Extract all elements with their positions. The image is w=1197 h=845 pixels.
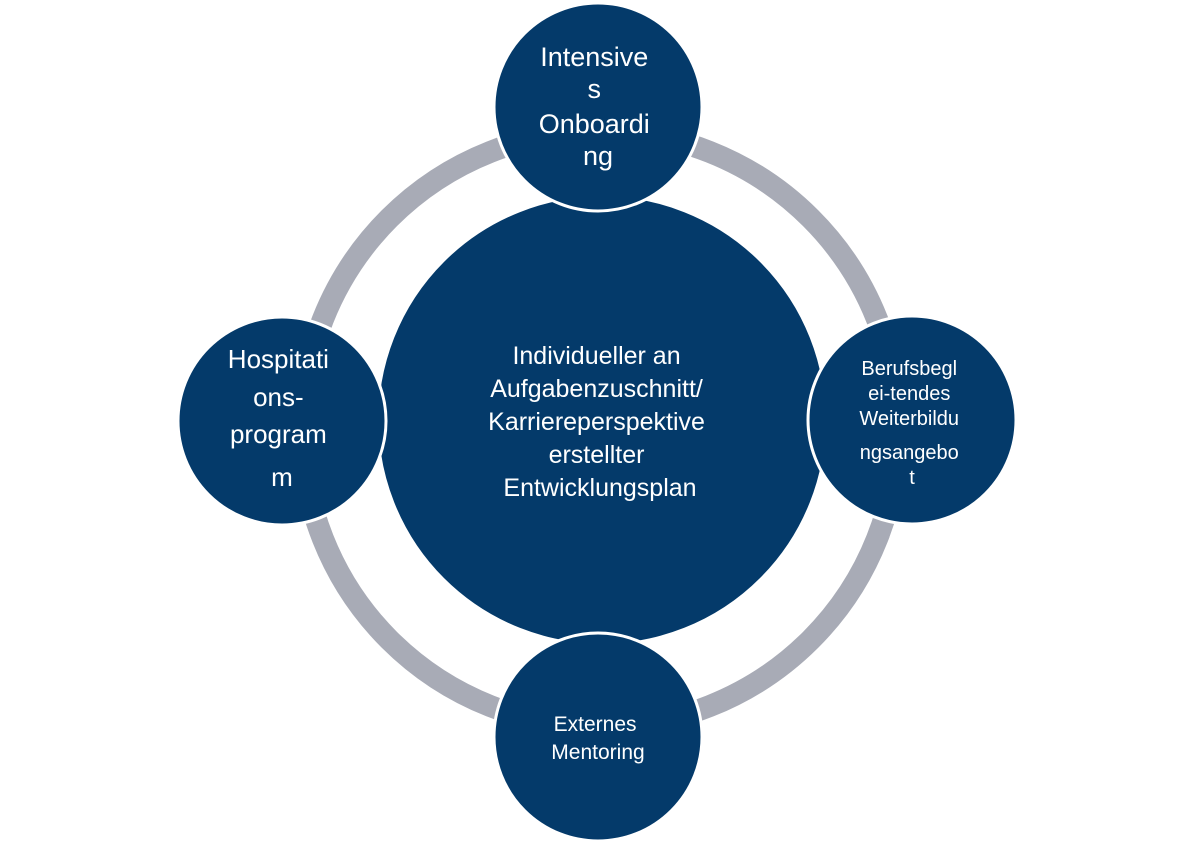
node-hospitation-label-line: ons- — [253, 382, 304, 412]
node-mentoring-label-line: Externes — [554, 713, 637, 736]
node-onboarding-circle — [492, 1, 704, 213]
node-mentoring-label-line: Mentoring — [551, 741, 644, 764]
node-hospitation-circle — [176, 315, 388, 527]
node-onboarding-label: Intensive s Onboardi ng — [539, 42, 658, 171]
node-onboarding-label-line: Intensive — [540, 42, 648, 72]
center-label: Individueller an Aufgabenzuschnitt/ Karr… — [488, 342, 712, 502]
center-label-line: erstellter — [549, 441, 645, 469]
node-weiterbildung-label-line: t — [909, 467, 915, 489]
node-weiterbildung: Berufsbegl ei-tendes Weiterbildu ngsange… — [806, 314, 1018, 526]
node-weiterbildung-label: Berufsbegl ei-tendes Weiterbildu ngsange… — [859, 358, 964, 489]
node-onboarding: Intensive s Onboardi ng — [492, 1, 704, 213]
node-hospitation: Hospitati ons- program m — [176, 315, 388, 527]
node-onboarding-label-line: Onboardi — [539, 109, 650, 139]
center-node: Individueller an Aufgabenzuschnitt/ Karr… — [375, 193, 829, 647]
node-hospitation-label-line: Hospitati — [228, 344, 329, 374]
node-weiterbildung-label-line: ei-tendes — [868, 383, 950, 405]
node-mentoring-circle — [492, 631, 704, 843]
center-label-line: Karriereperspektive — [488, 408, 705, 436]
node-onboarding-label-line: s — [587, 74, 601, 104]
node-mentoring: Externes Mentoring — [492, 631, 704, 843]
node-hospitation-label-line: program — [230, 419, 327, 449]
center-label-line: Individueller an — [512, 342, 680, 370]
center-label-line: Aufgabenzuschnitt/ — [490, 375, 703, 403]
node-hospitation-label-line: m — [271, 462, 293, 492]
node-onboarding-label-line: ng — [583, 141, 613, 171]
node-weiterbildung-label-line: Weiterbildu — [859, 408, 959, 430]
node-weiterbildung-label-line: Berufsbegl — [861, 358, 957, 380]
node-weiterbildung-label-line: ngsangebo — [860, 442, 959, 464]
node-mentoring-label: Externes Mentoring — [551, 713, 644, 764]
node-weiterbildung-circle — [806, 314, 1018, 526]
node-hospitation-label: Hospitati ons- program m — [228, 344, 336, 492]
center-label-line: Entwicklungsplan — [503, 474, 696, 502]
